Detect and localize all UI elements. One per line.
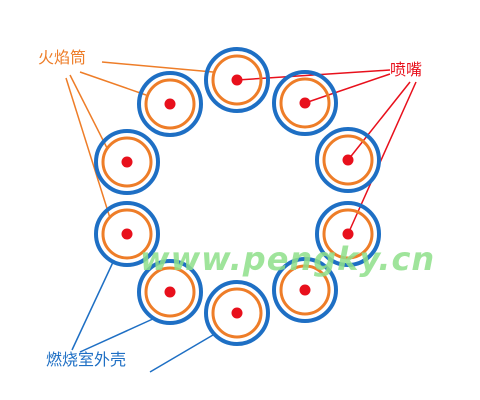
flame-tube-leader xyxy=(65,77,111,219)
casing-ring xyxy=(272,257,338,323)
nozzle-dot xyxy=(231,307,243,319)
casing-ring xyxy=(204,280,270,346)
combustion-chamber-3 xyxy=(315,127,381,193)
flame-tube-ring xyxy=(211,54,263,106)
flame-tube-ring xyxy=(279,77,331,129)
flame-tube-label: 火焰筒 xyxy=(38,48,87,67)
flame-tube-leader xyxy=(101,61,214,73)
casing-leader xyxy=(71,259,115,351)
nozzle-dot xyxy=(342,228,354,240)
flame-tube-ring xyxy=(144,266,196,318)
combustion-chamber-4 xyxy=(315,201,381,267)
flame-tube-ring xyxy=(211,287,263,339)
combustion-chamber-10 xyxy=(137,71,203,137)
flame-tube-ring xyxy=(101,208,153,260)
casing-leader xyxy=(79,317,156,353)
flame-tube-ring xyxy=(279,264,331,316)
flame-tube-ring xyxy=(144,78,196,130)
nozzle-dot xyxy=(164,98,176,110)
flame-tube-ring xyxy=(101,136,153,188)
casing-ring xyxy=(94,129,160,195)
combustion-chamber-5 xyxy=(272,257,338,323)
flame-tube-leader xyxy=(79,71,147,96)
combustor-casing-label: 燃烧室外壳 xyxy=(46,350,127,369)
nozzle-dot xyxy=(121,228,133,240)
combustion-chamber-2 xyxy=(272,70,338,136)
combustion-chambers xyxy=(94,47,381,346)
nozzle-dot xyxy=(121,156,133,168)
nozzle-dot xyxy=(299,284,311,296)
casing-leader xyxy=(149,334,214,373)
casing-ring xyxy=(272,70,338,136)
combustion-chamber-7 xyxy=(137,259,203,325)
casing-ring xyxy=(315,201,381,267)
nozzle-leader xyxy=(304,73,391,104)
casing-ring xyxy=(94,201,160,267)
flame-tube-ring xyxy=(322,134,374,186)
watermark: www.pengky.cn xyxy=(140,240,436,278)
nozzle-dot xyxy=(342,154,354,166)
nozzle-dot xyxy=(164,286,176,298)
combustion-chamber-9 xyxy=(94,129,160,195)
combustion-chamber-1 xyxy=(204,47,270,113)
nozzle-leader xyxy=(347,81,411,161)
flame-tube-leader xyxy=(69,74,108,149)
combustion-chamber-8 xyxy=(94,201,160,267)
casing-ring xyxy=(204,47,270,113)
flame-tube-ring xyxy=(322,208,374,260)
combustion-chamber-6 xyxy=(204,280,270,346)
casing-ring xyxy=(137,71,203,137)
nozzle-dot xyxy=(231,74,243,86)
nozzle-leader xyxy=(347,81,417,235)
nozzle-label: 喷嘴 xyxy=(390,60,423,79)
nozzle-dot xyxy=(299,97,311,109)
casing-ring xyxy=(137,259,203,325)
casing-ring xyxy=(315,127,381,193)
